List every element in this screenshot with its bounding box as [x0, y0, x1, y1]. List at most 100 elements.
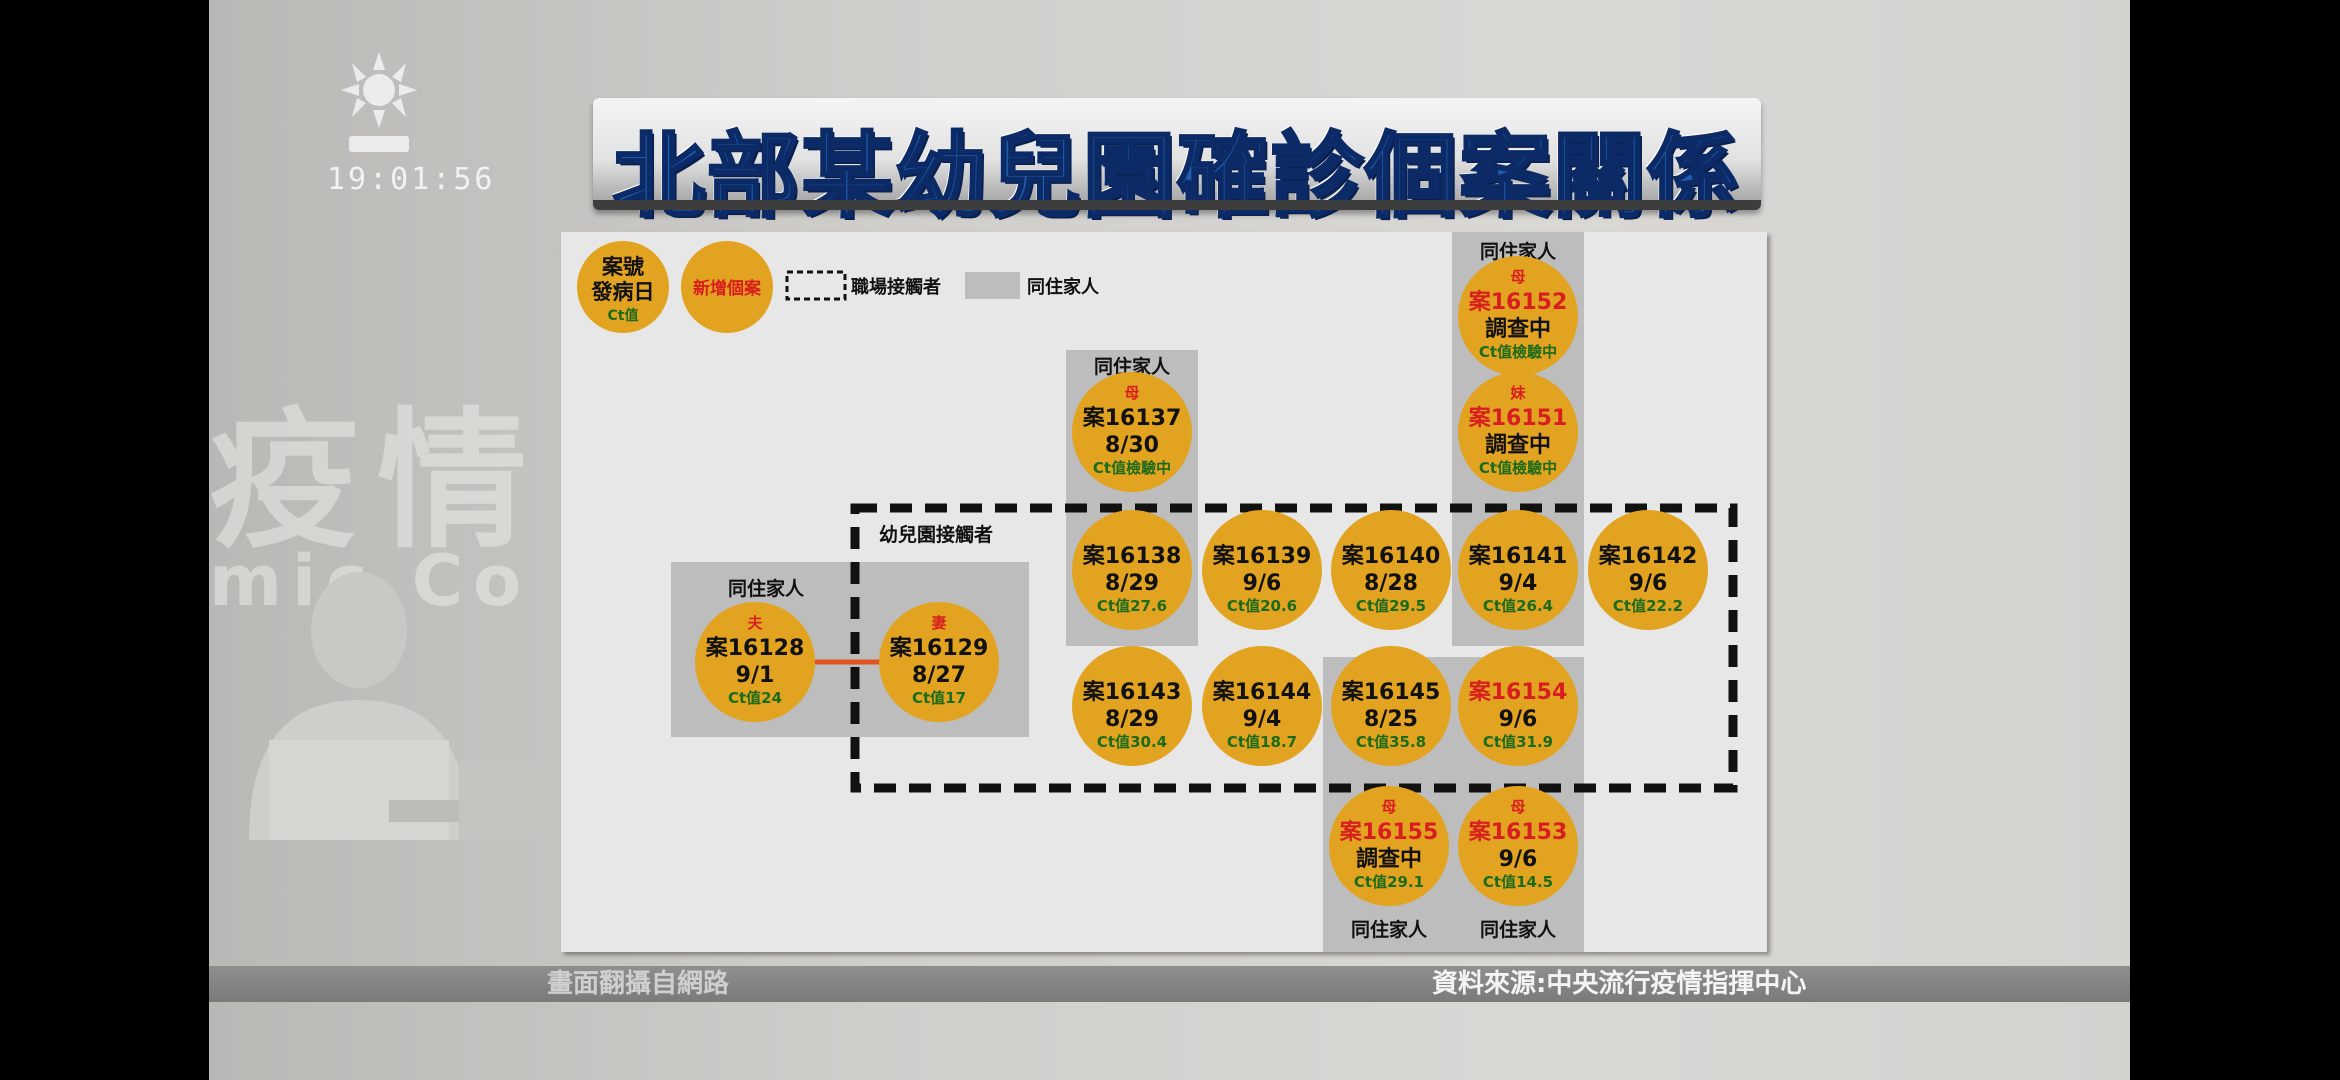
case-ct-value: Ct值35.8 [1356, 733, 1426, 751]
case-onset-date: 9/6 [1499, 847, 1538, 872]
case-circle [1458, 646, 1578, 766]
legend-household-swatch [965, 272, 1020, 299]
case-onset-date: 9/4 [1499, 571, 1538, 596]
case-onset-date: 9/4 [1243, 707, 1282, 732]
case-ct-value: Ct值檢驗中 [1479, 343, 1557, 361]
bottom-ticker-bar [209, 966, 2130, 1002]
case-relation: 妹 [1509, 384, 1526, 402]
case-nodes: 夫案161289/1Ct值24妻案161298/27Ct值17母案161378/… [695, 256, 1708, 906]
legend-case-line: Ct值 [608, 307, 639, 324]
case-onset-date: 調查中 [1485, 432, 1551, 458]
case-circle [1202, 510, 1322, 630]
case-onset-date: 9/6 [1499, 707, 1538, 732]
case-relation: 妻 [931, 614, 946, 632]
case-label: 案16139 [1212, 543, 1312, 569]
case-onset-date: 調查中 [1356, 846, 1422, 872]
case-circle [1458, 372, 1578, 492]
case-ct-value: Ct值27.6 [1097, 597, 1167, 615]
broadcast-clock: 19:01:56 [327, 162, 496, 197]
legend-new-case-label: 新增個案 [693, 278, 762, 299]
group-label-household: 同住家人 [1351, 918, 1428, 941]
case-circle [1458, 256, 1578, 376]
case-label: 案16128 [705, 635, 805, 661]
case-circle [1588, 510, 1708, 630]
case-onset-date: 8/28 [1364, 571, 1418, 596]
kindergarten-contacts-frame [850, 503, 1738, 793]
case-ct-value: Ct值檢驗中 [1093, 459, 1171, 477]
case-label: 案16141 [1468, 543, 1568, 569]
legend: 案號 發病日 Ct值 新增個案 職場接觸者 同住家人 [577, 241, 1100, 333]
case-ct-value: Ct值14.5 [1483, 873, 1553, 891]
case-label: 案16138 [1082, 543, 1182, 569]
case-label: 案16145 [1341, 679, 1441, 705]
case-relation: 母 [1381, 798, 1396, 816]
relationship-diagram-panel: 案號 發病日 Ct值 新增個案 職場接觸者 同住家人 幼兒園接觸者 同住家人 同… [561, 232, 1767, 952]
case-label: 案16140 [1341, 543, 1441, 569]
case-onset-date: 調查中 [1485, 316, 1551, 342]
case-ct-value: Ct值26.4 [1483, 597, 1553, 615]
case-relation: 母 [1510, 268, 1525, 286]
case-ct-value: Ct值17 [912, 689, 966, 707]
case-onset-date: 8/25 [1364, 707, 1418, 732]
case-ct-value: Ct值24 [728, 689, 782, 707]
case-label: 案16142 [1598, 543, 1698, 569]
case-ct-value: Ct值22.2 [1613, 597, 1683, 615]
legend-new-case-circle [681, 241, 773, 333]
case-label: 案16129 [889, 635, 989, 661]
group-label-household: 同住家人 [728, 577, 805, 600]
case-circle [1072, 646, 1192, 766]
case-circle [1202, 646, 1322, 766]
case-ct-value: Ct值29.5 [1356, 597, 1426, 615]
case-circle [1072, 510, 1192, 630]
group-label-kindergarten: 幼兒園接觸者 [879, 523, 993, 546]
footer-source: 資料來源:中央流行疫情指揮中心 [1432, 969, 1807, 999]
case-label: 案16143 [1082, 679, 1182, 705]
case-relation: 母 [1124, 384, 1139, 402]
footer-caption-left: 畫面翻攝自網路 [547, 969, 730, 999]
case-relationship-diagram: 案號 發病日 Ct值 新增個案 職場接觸者 同住家人 幼兒園接觸者 同住家人 同… [577, 232, 1738, 952]
case-circle [879, 602, 999, 722]
case-label: 案16155 [1339, 819, 1439, 845]
case-circle [1331, 510, 1451, 630]
case-onset-date: 8/30 [1105, 433, 1159, 458]
group-label-household: 同住家人 [1480, 918, 1557, 941]
legend-dashed-swatch [785, 270, 847, 301]
case-ct-value: Ct值31.9 [1483, 733, 1553, 751]
presenter-image [249, 572, 569, 840]
case-label: 案16152 [1468, 289, 1568, 315]
case-circle [1329, 786, 1449, 906]
legend-workplace-label: 職場接觸者 [851, 276, 941, 298]
channel-logo-icon [341, 52, 417, 152]
case-circle [1458, 510, 1578, 630]
legend-case-line: 案號 [601, 255, 644, 279]
case-ct-value: Ct值20.6 [1227, 597, 1297, 615]
case-onset-date: 8/27 [912, 663, 966, 688]
legend-household-label: 同住家人 [1027, 276, 1100, 298]
group-label-household: 同住家人 [1094, 355, 1171, 378]
case-onset-date: 8/29 [1105, 571, 1159, 596]
case-label: 案16153 [1468, 819, 1568, 845]
case-circle [695, 602, 815, 722]
case-label: 案16151 [1468, 405, 1568, 431]
case-circle [1072, 372, 1192, 492]
case-onset-date: 8/29 [1105, 707, 1159, 732]
group-label-household: 同住家人 [1480, 240, 1557, 263]
case-onset-date: 9/6 [1629, 571, 1668, 596]
broadcast-frame: 疫情 mic Co 19:01:56 北部某幼兒園確診個案關係圖 [209, 0, 2130, 1080]
case-onset-date: 9/6 [1243, 571, 1282, 596]
case-label: 案16137 [1082, 405, 1182, 431]
case-label: 案16154 [1468, 679, 1568, 705]
case-ct-value: Ct值18.7 [1227, 733, 1297, 751]
